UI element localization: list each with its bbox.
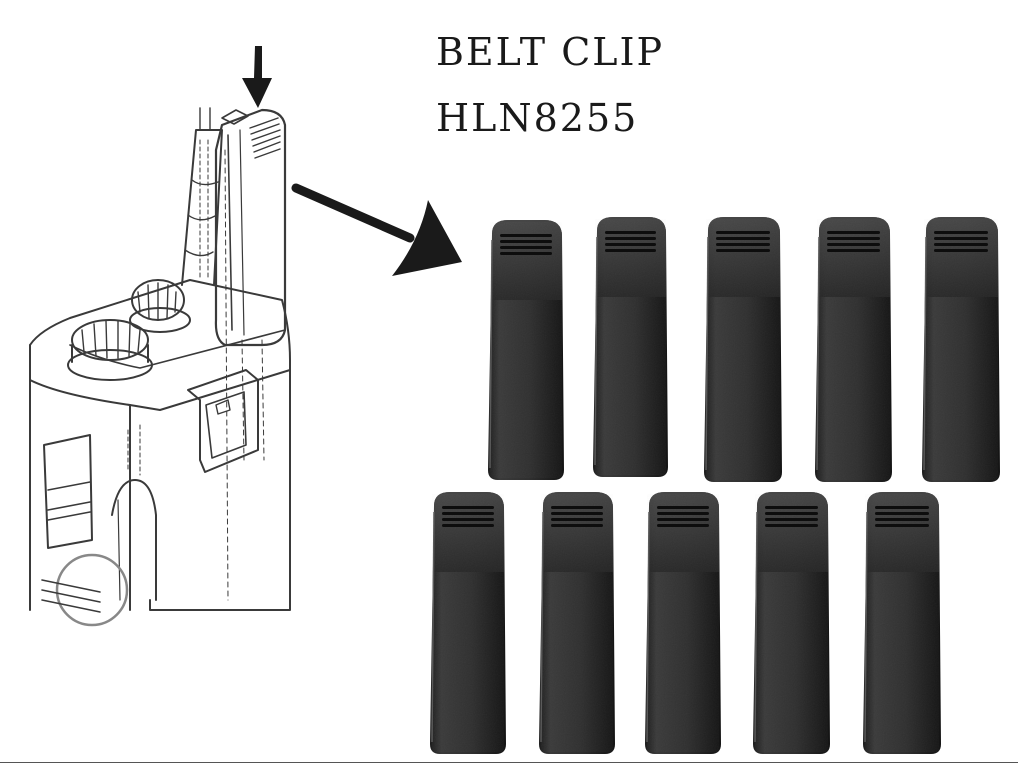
belt-clip — [488, 220, 564, 480]
belt-clip — [704, 217, 782, 482]
down-arrow-icon — [242, 46, 272, 108]
belt-clip — [815, 217, 892, 482]
radio-illustration — [29, 107, 291, 627]
belt-clip — [539, 492, 615, 754]
belt-clip — [753, 492, 830, 754]
belt-clip — [645, 492, 721, 754]
product-title: BELT CLIP — [436, 30, 665, 74]
belt-clips-grid — [430, 217, 1000, 754]
pointer-arrow-icon — [291, 183, 462, 276]
belt-clip — [593, 217, 668, 477]
belt-clip — [863, 492, 941, 754]
product-model-number: HLN8255 — [436, 96, 639, 140]
belt-clip — [430, 492, 506, 754]
bottom-divider — [0, 762, 1018, 763]
belt-clip — [922, 217, 1000, 482]
